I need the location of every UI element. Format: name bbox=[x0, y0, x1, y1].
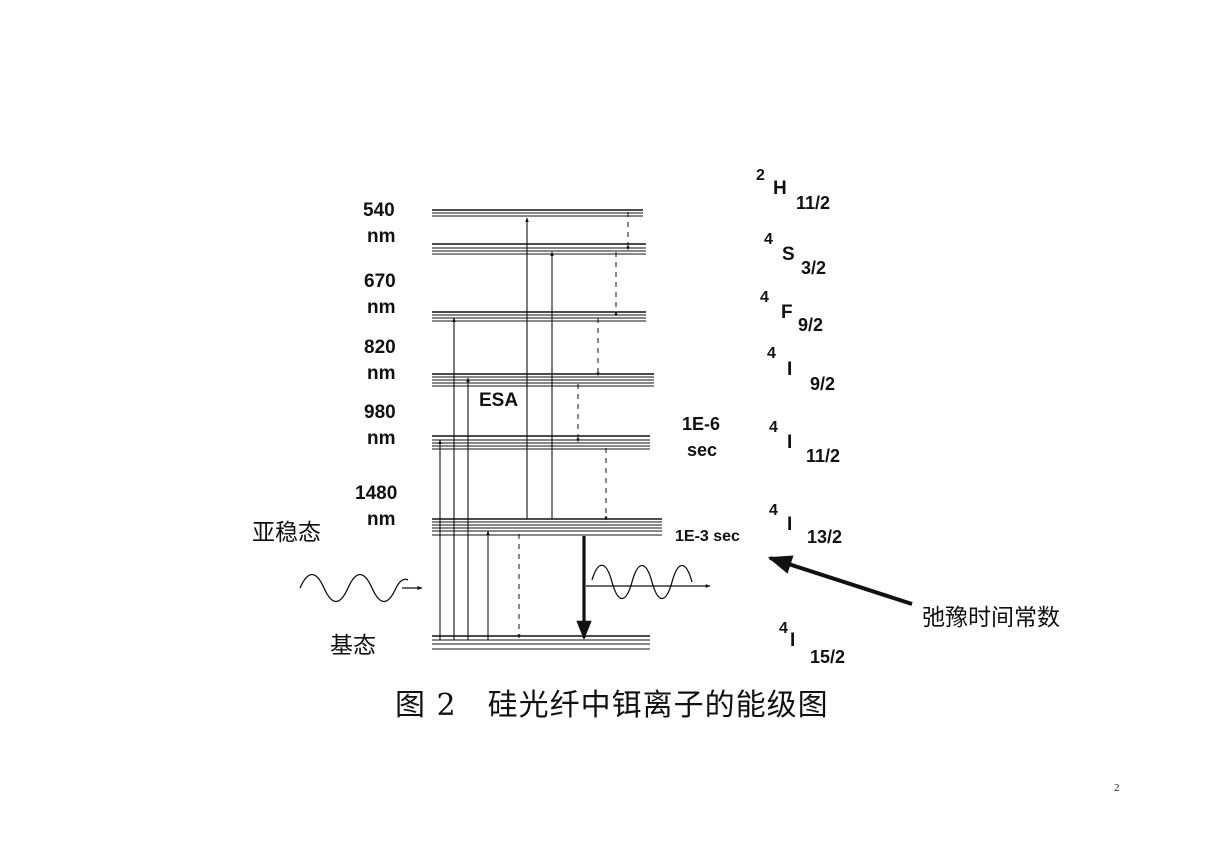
term-letter: H bbox=[773, 178, 787, 199]
wavelength-value: 1480 bbox=[355, 483, 397, 504]
emitted-photon-wave bbox=[591, 564, 693, 600]
transition-arrows bbox=[438, 212, 630, 640]
term-superscript: 4 bbox=[764, 231, 773, 248]
term-letter: S bbox=[782, 244, 795, 265]
ground-state-label: 基态 bbox=[330, 633, 376, 659]
wavelength-unit: nm bbox=[367, 226, 396, 247]
energy-level-lines bbox=[432, 209, 662, 650]
term-letter: F bbox=[781, 302, 793, 323]
figure-caption: 图 2 硅光纤中铒离子的能级图 bbox=[395, 688, 829, 723]
lifetime-long-label: 1E-3 sec bbox=[675, 528, 740, 545]
wavelength-value: 980 bbox=[364, 402, 396, 423]
term-superscript: 4 bbox=[769, 502, 778, 519]
page-number: 2 bbox=[1114, 782, 1120, 794]
wavelength-value: 820 bbox=[364, 337, 396, 358]
wavelength-unit: nm bbox=[367, 428, 396, 449]
incoming-photon-wave bbox=[299, 573, 409, 603]
lifetime-short-line1: 1E-6 bbox=[682, 414, 720, 434]
term-subscript: 9/2 bbox=[798, 315, 823, 335]
term-subscript: 3/2 bbox=[801, 258, 826, 278]
wavelength-unit: nm bbox=[367, 297, 396, 318]
term-superscript: 4 bbox=[760, 289, 769, 306]
term-subscript: 11/2 bbox=[806, 446, 840, 466]
term-letter: I bbox=[790, 630, 795, 651]
metastable-label: 亚稳态 bbox=[252, 520, 321, 546]
term-superscript: 2 bbox=[756, 167, 765, 184]
wavelength-value: 540 bbox=[363, 200, 395, 221]
term-superscript: 4 bbox=[767, 345, 776, 362]
term-subscript: 15/2 bbox=[810, 647, 845, 667]
lifetime-short-line2: sec bbox=[687, 440, 717, 460]
term-letter: I bbox=[787, 432, 792, 453]
wavelength-value: 670 bbox=[364, 271, 396, 292]
term-superscript: 4 bbox=[779, 620, 788, 637]
term-letter: I bbox=[787, 359, 792, 380]
term-subscript: 13/2 bbox=[807, 527, 842, 547]
relaxation-pointer-arrow bbox=[767, 555, 913, 606]
wavelength-labels: 540 nm 670 nm 820 nm 980 nm 1480 nm bbox=[355, 200, 397, 530]
wavelength-unit: nm bbox=[367, 509, 396, 530]
esa-label: ESA bbox=[479, 390, 518, 411]
term-subscript: 9/2 bbox=[810, 374, 835, 394]
term-letter: I bbox=[787, 514, 792, 535]
term-subscript: 11/2 bbox=[796, 193, 830, 213]
wavelength-unit: nm bbox=[367, 363, 396, 384]
relaxation-time-label: 弛豫时间常数 bbox=[922, 605, 1060, 631]
term-superscript: 4 bbox=[769, 419, 778, 436]
